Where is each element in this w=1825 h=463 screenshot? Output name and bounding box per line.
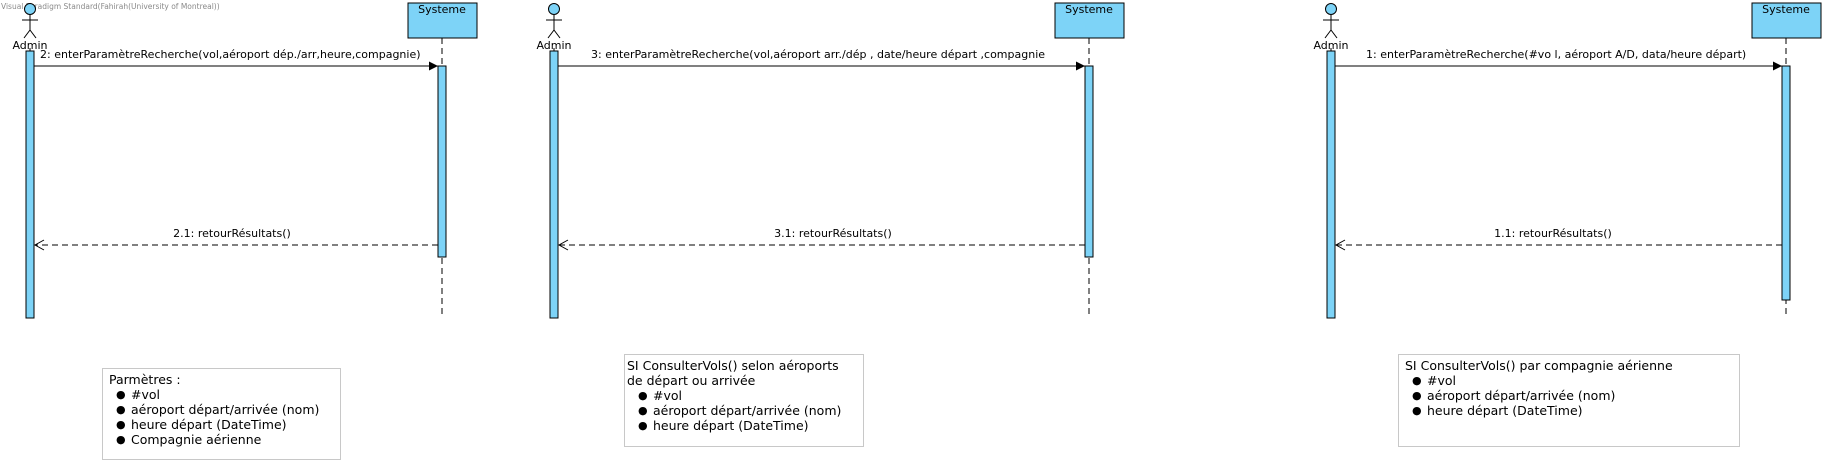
note-search-by-company: SI ConsulterVols() par compagnie aérienn…: [1398, 354, 1740, 447]
request-message-label: 1: enterParamètreRecherche(#vo l, aéropo…: [1366, 48, 1746, 61]
system-box[interactable]: [1054, 2, 1125, 39]
response-arrow-head: [557, 239, 569, 251]
admin-actor-icon[interactable]: [1323, 3, 1339, 39]
actor-activation-bar: [549, 50, 559, 319]
note-bullet-item: #vol: [1412, 373, 1739, 388]
system-box[interactable]: [407, 2, 478, 39]
system-name: Systeme: [1762, 3, 1810, 16]
sequence-diagram-1: Admin Systeme 2: enterParamètreRecherche…: [12, 2, 478, 319]
note-title: SI ConsulterVols() par compagnie aérienn…: [1405, 358, 1673, 373]
system-activation-bar: [1781, 65, 1791, 301]
note-bullet-item: aéroport départ/arrivée (nom): [116, 402, 340, 417]
response-arrow-head: [33, 239, 45, 251]
note-search-by-airport: SI ConsulterVols() selon aéroports de dé…: [624, 354, 864, 447]
system-name: Systeme: [1065, 3, 1113, 16]
note-title: SI ConsulterVols() selon aéroports de dé…: [627, 358, 839, 388]
note-bullet-item: Compagnie aérienne: [116, 432, 340, 447]
system-name: Systeme: [418, 3, 466, 16]
watermark-text: Visual Paradigm Standard(Fahirah(Univers…: [1, 2, 220, 11]
note-bullet-item: aéroport départ/arrivée (nom): [1412, 388, 1739, 403]
note-parameters: Parmètres : #vol aéroport départ/arrivée…: [102, 368, 341, 460]
note-bullet-item: #vol: [638, 388, 863, 403]
note-bullet-item: #vol: [116, 387, 340, 402]
note-bullet-list: #vol aéroport départ/arrivée (nom) heure…: [1399, 373, 1739, 418]
actor-name: Admin: [1313, 39, 1348, 52]
note-bullet-item: heure départ (DateTime): [1412, 403, 1739, 418]
note-bullet-list: #vol aéroport départ/arrivée (nom) heure…: [625, 388, 863, 433]
note-title: Parmètres :: [109, 372, 181, 387]
request-message-label: 3: enterParamètreRecherche(vol,aéroport …: [591, 48, 1045, 61]
response-message-label: 3.1: retourRésultats(): [774, 227, 892, 240]
note-bullet-item: heure départ (DateTime): [638, 418, 863, 433]
response-message-label: 2.1: retourRésultats(): [173, 227, 291, 240]
admin-actor-icon[interactable]: [22, 3, 38, 39]
actor-name: Admin: [536, 39, 571, 52]
actor-activation-bar: [1326, 50, 1336, 319]
sequence-diagram-3: Admin Systeme 1: enterParamètreRecherche…: [1313, 2, 1822, 319]
system-activation-bar: [437, 65, 447, 258]
response-arrow-head: [1334, 239, 1346, 251]
request-message-label: 2: enterParamètreRecherche(vol,aéroport …: [40, 48, 421, 61]
admin-actor-icon[interactable]: [546, 3, 562, 39]
system-activation-bar: [1084, 65, 1094, 258]
note-bullet-item: heure départ (DateTime): [116, 417, 340, 432]
note-bullet-item: aéroport départ/arrivée (nom): [638, 403, 863, 418]
note-bullet-list: #vol aéroport départ/arrivée (nom) heure…: [103, 387, 340, 447]
actor-activation-bar: [25, 50, 35, 319]
actor-name: Admin: [12, 39, 47, 52]
system-box[interactable]: [1751, 2, 1822, 39]
response-message-label: 1.1: retourRésultats(): [1494, 227, 1612, 240]
sequence-diagram-2: Admin Systeme 3: enterParamètreRecherche…: [536, 2, 1125, 319]
